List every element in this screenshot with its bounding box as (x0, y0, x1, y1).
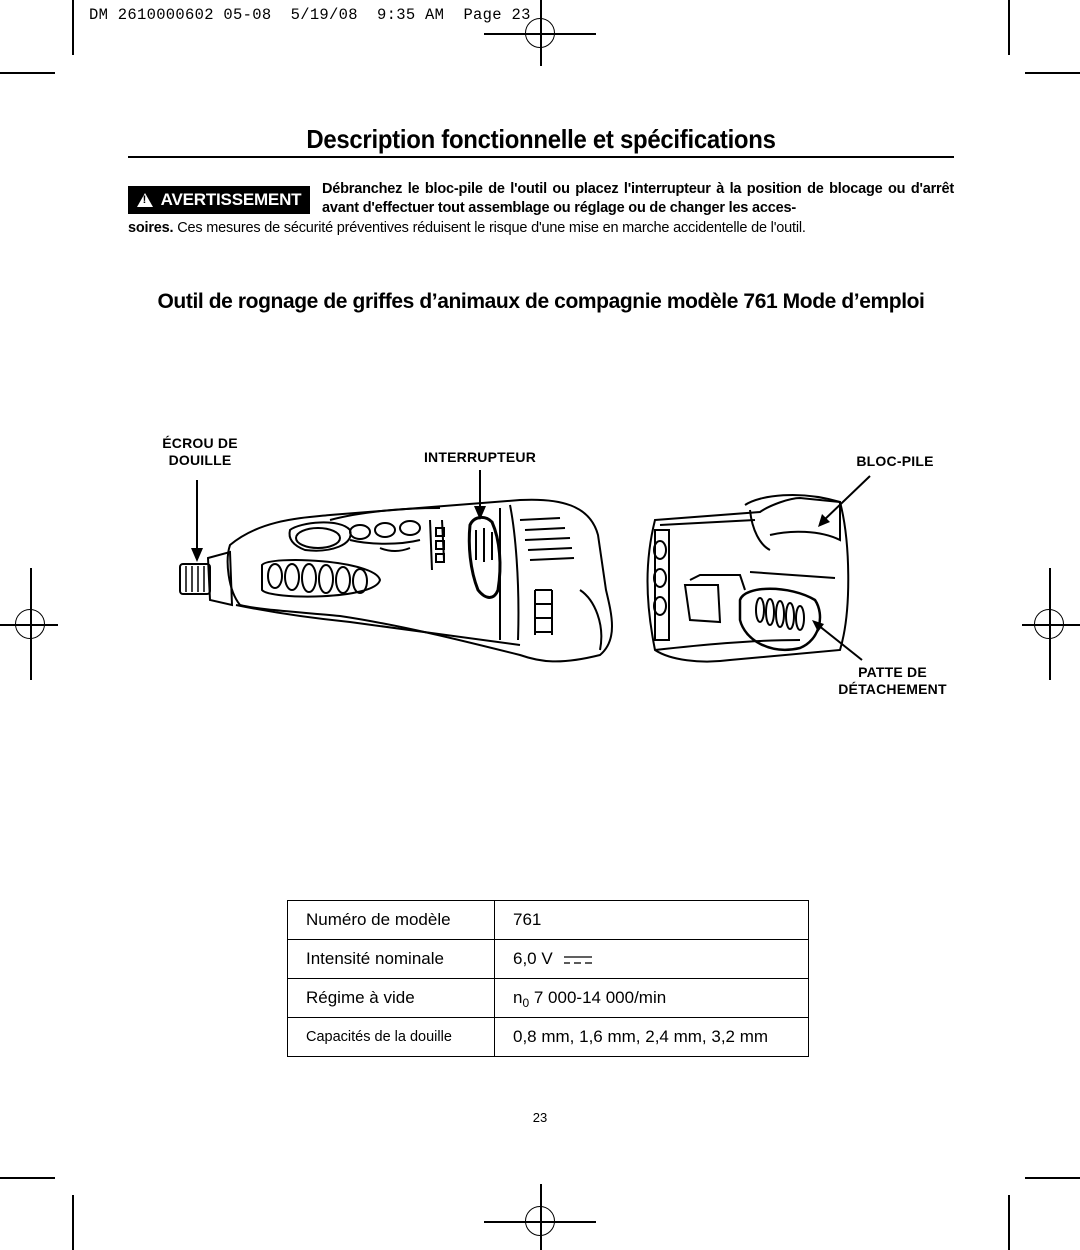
page-number: 23 (532, 1110, 548, 1125)
table-row: Capacités de la douille 0,8 mm, 1,6 mm, … (287, 1017, 809, 1057)
crop-mark (1008, 0, 1010, 55)
warning-text-continued: soires. Ces mesures de sécurité préventi… (128, 219, 954, 238)
table-row: Régime à vide n0 7 000-14 000/min (287, 978, 809, 1018)
callout-battery: BLOC-PILE (856, 453, 934, 469)
warning-bold-lead: soires. (128, 220, 174, 236)
crop-mark (1008, 1195, 1010, 1250)
spec-label: Numéro de modèle (287, 900, 495, 940)
warning-badge-label: AVERTISSEMENT (160, 190, 302, 209)
table-row: Numéro de modèle 761 (287, 900, 809, 940)
callout-switch: INTERRUPTEUR (423, 449, 537, 465)
spec-value: 6,0 V (494, 939, 809, 979)
spec-value: n0 7 000-14 000/min (494, 978, 809, 1018)
crop-mark (72, 0, 74, 55)
rotary-tool-drawing (179, 498, 613, 663)
callout-collet-nut: ÉCROU DE DOUILLE (162, 435, 238, 468)
battery-pack-drawing (646, 494, 850, 663)
warning-rest: Ces mesures de sécurité préventives rédu… (173, 220, 806, 236)
crop-mark (72, 1195, 74, 1250)
spec-label: Régime à vide (287, 978, 495, 1018)
specifications-table: Numéro de modèle 761 Intensité nominale … (287, 900, 809, 1057)
callout-release-tab: PATTE DE DÉTACHEMENT (838, 664, 947, 697)
page-title: Description fonctionnelle et spécificati… (306, 124, 776, 154)
warning-badge: AVERTISSEMENT (128, 186, 310, 214)
spec-label: Capacités de la douille (287, 1017, 495, 1057)
crop-mark (0, 1177, 55, 1179)
warning-text: Débranchez le bloc-pile de l'outil ou pl… (322, 181, 954, 216)
table-row: Intensité nominale 6,0 V (287, 939, 809, 979)
print-slug: DM 2610000602 05-08 5/19/08 9:35 AM Page… (89, 6, 531, 24)
spec-value: 761 (494, 900, 809, 940)
title-rule (128, 156, 954, 158)
crop-mark (1025, 72, 1080, 74)
warning-triangle-icon (136, 193, 153, 207)
direct-current-icon (564, 955, 593, 964)
spec-label: Intensité nominale (287, 939, 495, 979)
callout-arrows (196, 470, 871, 661)
spec-value: 0,8 mm, 1,6 mm, 2,4 mm, 3,2 mm (494, 1017, 809, 1057)
section-subtitle: Outil de rognage de griffes d’animaux de… (157, 290, 925, 313)
crop-mark (0, 72, 55, 74)
crop-mark (1025, 1177, 1080, 1179)
